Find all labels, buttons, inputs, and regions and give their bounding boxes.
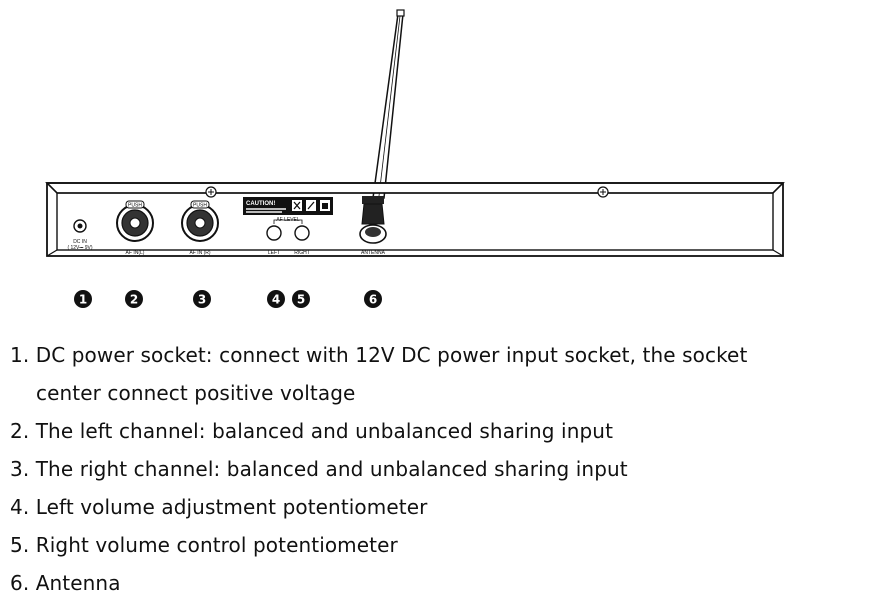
callout-5: 5 [292,290,310,308]
callout-2: 2 [125,290,143,308]
panel-body [45,182,785,257]
callout-3: 3 [193,290,211,308]
screw-right [597,186,609,198]
right-volume-knob [294,225,310,241]
svg-text:1: 1 [79,293,87,307]
svg-text:6: 6 [369,293,377,307]
svg-text:3: 3 [198,293,206,307]
callout-6: 6 [364,290,382,308]
xlr-input-right: PUSH AF IN (R) [181,200,219,256]
dc-power-socket: DC IN ( 12V⎓ 9V) [67,219,93,251]
antenna-label: ANTENNA [361,250,386,256]
af-in-right-label: AF IN (R) [189,250,210,256]
right-label: RIGHT [294,250,310,256]
dc-label: DC IN [73,239,87,245]
list-item: center connect positive voltage [36,381,356,405]
left-volume-knob [266,225,282,241]
feature-list: 1. DC power socket: connect with 12V DC … [10,336,747,602]
svg-text:2: 2 [130,293,138,307]
push-label-right: PUSH [193,203,207,209]
list-item: 6. Antenna [10,571,121,595]
screw-left [205,186,217,198]
left-label: LEFT [268,250,280,256]
callout-4: 4 [267,290,285,308]
callout-1: 1 [74,290,92,308]
dc-sub-label: ( 12V⎓ 9V) [67,245,92,251]
list-item: 2. The left channel: balanced and unbala… [10,419,614,443]
list-item: 4. Left volume adjustment potentiometer [10,495,428,519]
xlr-input-left: PUSH AF IN(L) [116,200,154,256]
list-item: 3. The right channel: balanced and unbal… [10,457,628,481]
list-item: 5. Right volume control potentiometer [10,533,398,557]
push-label-left: PUSH [128,203,142,209]
caution-label: CAUTION! [243,197,333,215]
rear-panel-diagram: DC IN ( 12V⎓ 9V) PUSH AF IN(L) PUSH AF I… [45,9,785,308]
antenna-connector: ANTENNA [359,196,387,256]
af-in-left-label: AF IN(L) [126,250,145,256]
list-item: 1. DC power socket: connect with 12V DC … [10,343,748,367]
svg-text:4: 4 [272,293,280,307]
af-level-controls: AF LEVEL LEFT RIGHT [266,217,310,256]
svg-text:5: 5 [297,293,305,307]
antenna-rod [372,9,405,199]
caution-title: CAUTION! [246,201,275,207]
